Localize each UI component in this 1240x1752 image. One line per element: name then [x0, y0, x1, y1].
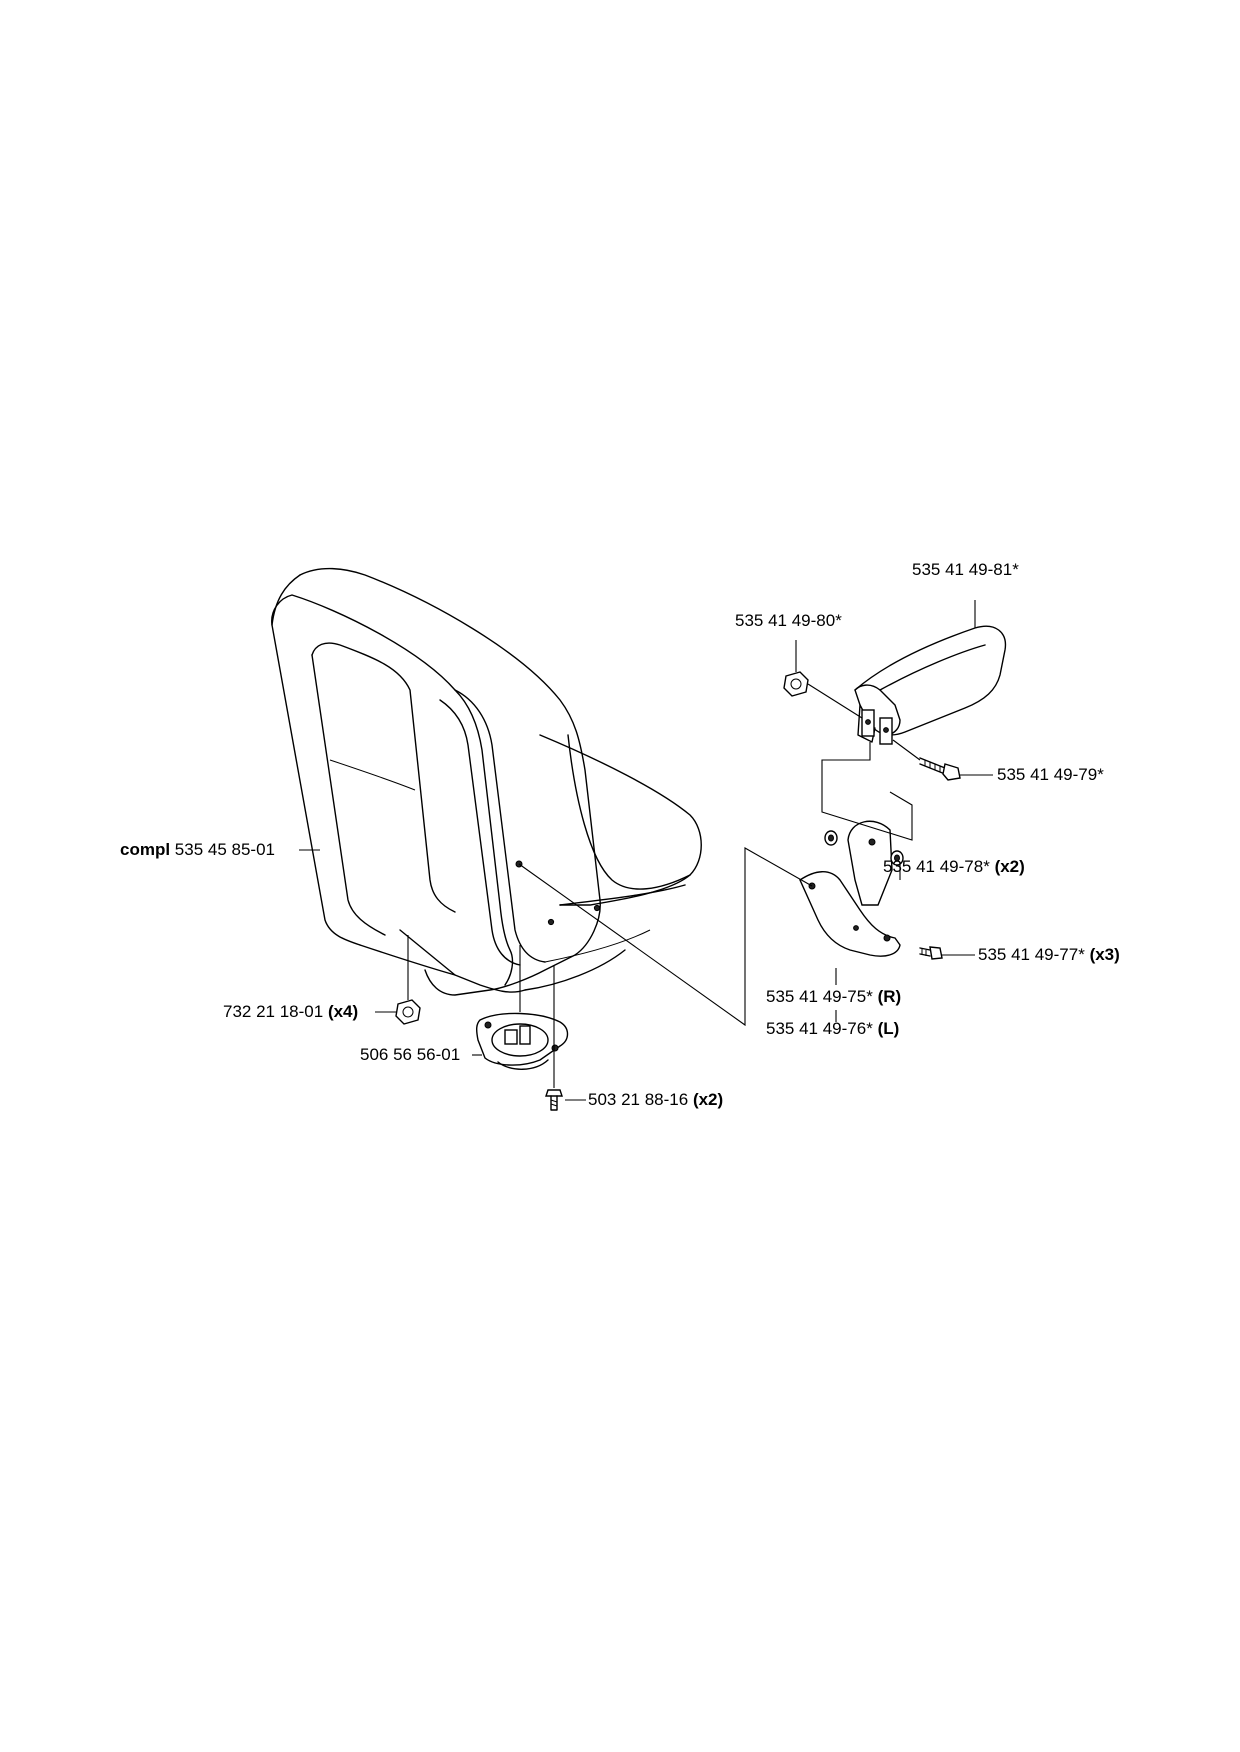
leader-lines [299, 600, 993, 1101]
nut-armrest-drawing [783, 671, 809, 697]
label-bolt-armrest: 535 41 49-79* [997, 765, 1104, 784]
bolt-armrest-drawing [919, 757, 961, 781]
label-seat-complete: compl 535 45 85-01 [120, 840, 275, 859]
washer-drawing [824, 830, 904, 866]
screw-bracket-drawing [919, 946, 943, 960]
label-switch-plate: 506 56 56-01 [360, 1045, 461, 1064]
label-washer: 535 41 49-78* (x2) [883, 857, 1025, 876]
label-screw-switch: 503 21 88-16 (x2) [588, 1090, 724, 1109]
screw-switch-drawing [545, 1089, 563, 1111]
label-bracket-left: 535 41 49-76* (L) [766, 1019, 900, 1038]
nut-seat-drawing [395, 999, 421, 1025]
switch-plate-drawing [475, 1012, 569, 1070]
label-screw-bracket: 535 41 49-77* (x3) [978, 945, 1120, 964]
label-nut-armrest: 535 41 49-80* [735, 611, 842, 630]
armrest-drawing [854, 625, 1007, 745]
seat-drawing [271, 567, 702, 996]
label-armrest-pad: 535 41 49-81* [912, 560, 1019, 579]
label-bracket-right: 535 41 49-75* (R) [766, 987, 902, 1006]
bracket-drawing [799, 820, 901, 957]
label-nut-seat: 732 21 18-01 (x4) [223, 1002, 359, 1021]
